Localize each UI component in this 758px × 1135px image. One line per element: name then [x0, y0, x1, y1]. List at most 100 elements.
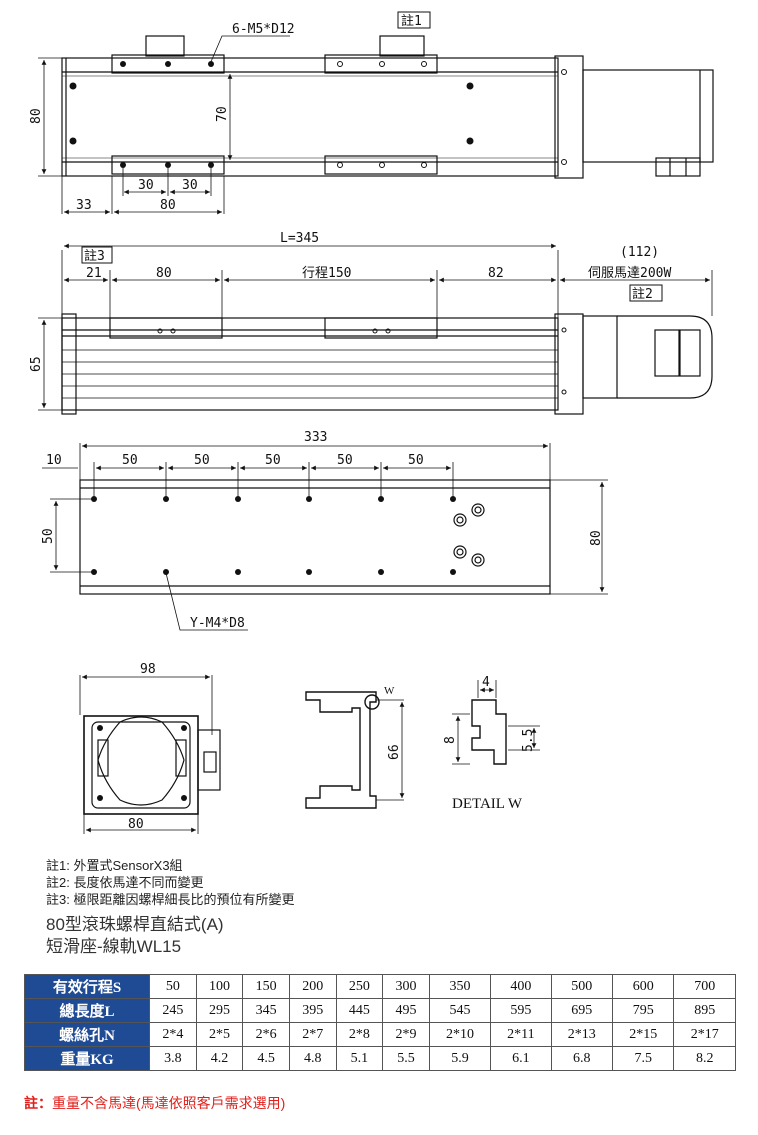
table-cell: 100 [195, 974, 244, 999]
dim-pitch-4: 50 [337, 453, 353, 468]
footnote-prefix: 註： [24, 1095, 52, 1111]
notes-block: 註1: 外置式SensorX3組 註2: 長度依馬達不同而變更 註3: 極限距離… [46, 857, 294, 908]
table-cell: 6.8 [550, 1046, 614, 1071]
table-cell: 350 [428, 974, 492, 999]
dim-offset-10: 10 [46, 453, 62, 468]
table-cell: 795 [612, 998, 675, 1023]
dim-length-333: 333 [304, 430, 327, 445]
table-cell: 3.8 [149, 1046, 197, 1071]
table-cell: 2*6 [242, 1022, 290, 1047]
dim-outer-height: 80 [29, 108, 44, 124]
motor-spec-label: 伺服馬達200W [588, 266, 671, 281]
table-cell: 495 [382, 998, 430, 1023]
dim-pitch-3: 50 [265, 453, 281, 468]
dim-hole-spacing-50: 50 [41, 528, 56, 544]
side-view-labels: L=345 21 80 行程150 82 (112) 伺服馬達200W 65 註… [29, 231, 671, 372]
note-3: 註3: 極限距離因螺桿細長比的預位有所變更 [46, 892, 295, 907]
table-cell: 250 [335, 974, 384, 999]
dim-stroke: 行程150 [302, 266, 351, 281]
top-view [38, 11, 714, 215]
end-view-holes [97, 725, 187, 801]
table-cell: 345 [242, 998, 290, 1023]
dim-profile-height-66: 66 [387, 744, 402, 760]
row-header: 螺絲孔N [24, 1022, 150, 1047]
dim-pitch-2: 50 [194, 453, 210, 468]
top-view-labels: 6-M5*D12 70 80 33 30 30 80 註1 [29, 14, 422, 213]
dim-detail-4: 4 [482, 675, 490, 690]
table-cell: 595 [490, 998, 552, 1023]
table-cell: 295 [195, 998, 244, 1023]
table-cell: 300 [382, 974, 430, 999]
detail-w-title: DETAIL W [452, 796, 523, 812]
top-view-holes [69, 61, 567, 168]
table-cell: 2*5 [195, 1022, 244, 1047]
end-view [79, 674, 221, 834]
profile-view-labels: W 66 [384, 685, 402, 760]
product-title: 80型滾珠螺桿直結式(A) [46, 915, 224, 934]
dim-thread-spec: 6-M5*D12 [232, 22, 295, 37]
table-cell: 4.5 [242, 1046, 290, 1071]
dim-total-length: L=345 [280, 231, 319, 246]
note-tag-2: 註2 [632, 287, 653, 302]
table-cell: 395 [288, 998, 337, 1023]
table-cell: 7.5 [612, 1046, 675, 1071]
table-cell: 2*10 [428, 1022, 492, 1047]
footnote: 註：重量不含馬達(馬達依照客戶需求選用) [24, 1093, 285, 1113]
note-2: 註2: 長度依馬達不同而變更 [46, 875, 204, 890]
detail-callout-w: W [384, 685, 395, 697]
table-cell: 5.1 [335, 1046, 384, 1071]
table-cell: 600 [612, 974, 675, 999]
dim-thread-spec-y: Y-M4*D8 [190, 616, 245, 631]
dim-inner-height: 70 [215, 106, 230, 122]
dim-pitch-1: 50 [122, 453, 138, 468]
table-cell: 4.2 [195, 1046, 244, 1071]
table-cell: 150 [242, 974, 290, 999]
dim-detail-5-5: 5.5 [521, 729, 536, 752]
table-cell: 400 [490, 974, 552, 999]
table-cell: 2*17 [673, 1022, 736, 1047]
bottom-view [42, 443, 608, 631]
table-cell: 2*13 [550, 1022, 614, 1047]
dim-offset-21: 21 [86, 266, 102, 281]
table-cell: 5.5 [382, 1046, 430, 1071]
table-cell: 500 [550, 974, 614, 999]
table-cell: 895 [673, 998, 736, 1023]
dim-width-80: 80 [589, 530, 604, 546]
end-view-labels: 98 80 [128, 662, 156, 832]
dim-end-width-98: 98 [140, 662, 156, 677]
table-cell: 6.1 [490, 1046, 552, 1071]
dim-motor-length: (112) [620, 245, 659, 260]
product-subtitle: 短滑座-線軌WL15 [46, 937, 182, 956]
table-cell: 445 [335, 998, 384, 1023]
profile-view [305, 691, 405, 809]
side-view-holes [157, 327, 567, 395]
row-header: 總長度L [24, 998, 150, 1023]
table-cell: 700 [673, 974, 736, 999]
bottom-view-labels: 333 10 50 50 50 50 50 50 80 Y-M4*D8 [41, 430, 604, 631]
technical-drawing: 6-M5*D12 70 80 33 30 30 80 註1 [29, 11, 714, 834]
dim-pitch-30a: 30 [138, 178, 154, 193]
dim-block-80: 80 [160, 198, 176, 213]
dim-detail-8: 8 [443, 736, 458, 744]
side-view [38, 243, 713, 415]
note-1: 註1: 外置式SensorX3組 [46, 858, 183, 873]
table-cell: 545 [428, 998, 492, 1023]
dim-end-width-80: 80 [128, 817, 144, 832]
dim-height-65: 65 [29, 356, 44, 372]
table-cell: 50 [149, 974, 197, 999]
dim-offset-33: 33 [76, 198, 92, 213]
table-cell: 4.8 [288, 1046, 337, 1071]
table-cell: 2*8 [335, 1022, 384, 1047]
table-cell: 695 [550, 998, 614, 1023]
detail-w-view [452, 680, 540, 765]
note-tag-3: 註3 [84, 249, 105, 264]
table-cell: 245 [149, 998, 197, 1023]
dim-block-80: 80 [156, 266, 172, 281]
footnote-text: 重量不含馬達(馬達依照客戶需求選用) [52, 1095, 286, 1111]
table-cell: 2*11 [490, 1022, 552, 1047]
